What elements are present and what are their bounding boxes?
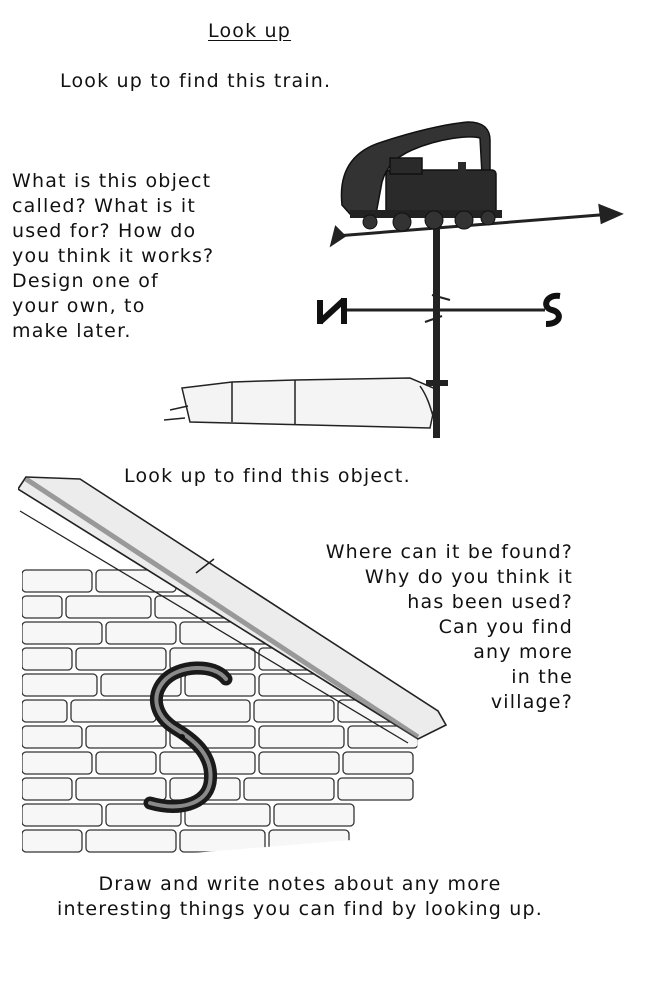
closing-line: interesting things you can find by looki… — [57, 898, 543, 920]
train-question-line: your own, to — [12, 295, 146, 317]
hook-question-line: any more — [473, 641, 573, 663]
hook-question-line: in the — [511, 666, 573, 688]
vane-pole — [433, 228, 440, 438]
train-silhouette — [340, 121, 502, 232]
brick-wall — [22, 569, 418, 853]
roof-ridge — [163, 377, 439, 433]
page-title: Look up — [208, 20, 292, 42]
hook-question-line: village? — [490, 691, 573, 713]
weather-vane-icon — [163, 121, 624, 438]
train-questions: What is this object called? What is it u… — [12, 169, 214, 344]
train-question-line: used for? How do — [12, 220, 197, 242]
train-question-line: you think it works? — [12, 245, 215, 267]
hook-question-line: has been used? — [407, 591, 573, 613]
train-question-line: What is this object — [12, 170, 212, 192]
train-question-line: Design one of — [12, 270, 159, 292]
hook-questions: Where can it be found? Why do you think … — [326, 540, 573, 715]
hook-question-line: Can you find — [438, 616, 573, 638]
train-question-line: called? What is it — [12, 195, 197, 217]
train-intro-text: Look up to find this train. — [60, 70, 332, 92]
closing-line: Draw and write notes about any more — [98, 873, 502, 895]
s-letter-icon — [543, 292, 562, 327]
hook-question-line: Where can it be found? — [325, 541, 573, 563]
s-hook — [143, 661, 233, 813]
s-hook-icon — [18, 476, 448, 853]
hook-question-line: Why do you think it — [364, 566, 573, 588]
n-letter-icon — [317, 297, 347, 325]
train-question-line: make later. — [12, 320, 132, 342]
coping-stones — [18, 476, 448, 744]
closing-instructions: Draw and write notes about any more inte… — [0, 872, 600, 922]
hook-intro-text: Look up to find this object. — [124, 465, 411, 487]
vane-arrow — [329, 203, 624, 248]
